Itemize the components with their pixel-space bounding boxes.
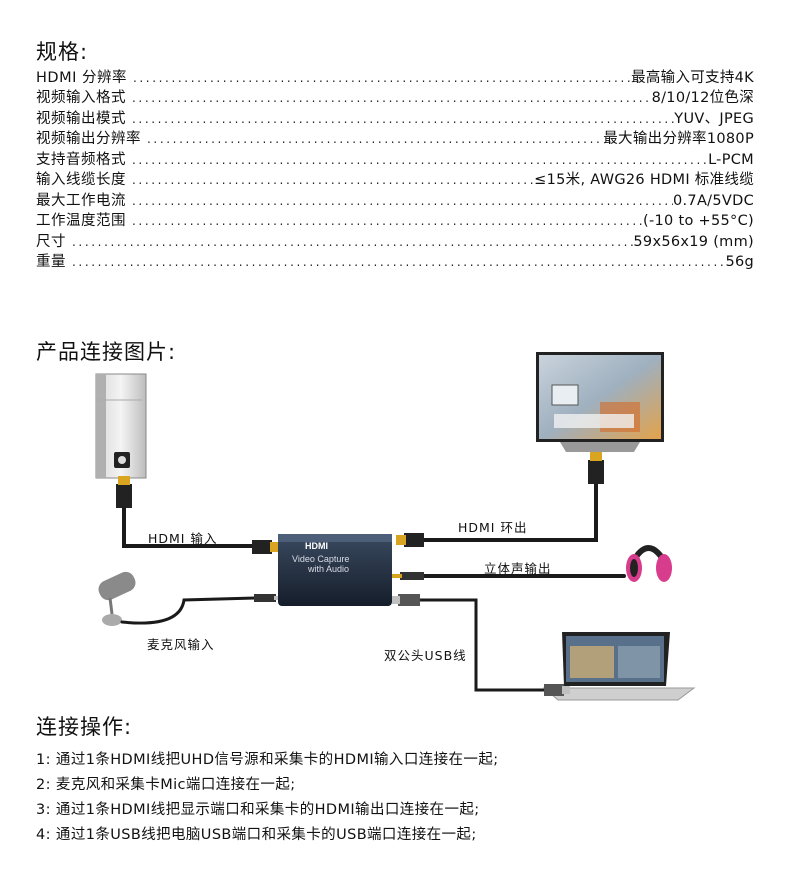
headphones-icon	[626, 545, 672, 582]
spec-value: ≤15米, AWG26 HDMI 标准线缆	[534, 172, 754, 188]
spec-row: 视频输出分辨率.................................…	[36, 128, 754, 149]
spec-value: 56g	[725, 254, 754, 270]
spec-leader-dots: ........................................…	[72, 255, 725, 269]
label-usb-cable: 双公头USB线	[384, 648, 467, 663]
spec-value: 59x56x19 (mm)	[633, 233, 754, 250]
spec-row: 尺寸......................................…	[36, 230, 754, 251]
operation-title: 连接操作:	[36, 715, 133, 739]
spec-leader-dots: ........................................…	[132, 152, 709, 167]
spec-value: 最大输出分辨率1080P	[603, 131, 754, 147]
device-brand: HDMI	[305, 541, 328, 551]
spec-leader-dots: ........................................…	[147, 132, 603, 146]
connection-title: 产品连接图片:	[36, 340, 177, 364]
device-line1: Video Capture	[292, 554, 349, 564]
spec-row: HDMI 分辨率................................…	[36, 66, 754, 87]
spec-value: 0.7A/5VDC	[673, 192, 754, 209]
pc-tower-icon	[95, 373, 147, 479]
usb-plug-icon	[392, 594, 420, 606]
spec-row: 视频输出模式..................................…	[36, 107, 754, 128]
spec-label: 输入线缆长度	[36, 172, 126, 188]
operation-step: 2: 麦克风和采集卡Mic端口连接在一起;	[36, 777, 296, 793]
hdmi-plug-icon	[588, 452, 604, 484]
spec-value: 最高输入可支持4K	[631, 69, 754, 86]
operation-steps: 1: 通过1条HDMI线把UHD信号源和采集卡的HDMI输入口连接在一起; 2: …	[36, 748, 499, 848]
label-stereo-out: 立体声输出	[484, 561, 552, 576]
spec-value: (-10 to +55°C)	[643, 213, 754, 229]
spec-label: 视频输入格式	[36, 90, 126, 106]
spec-leader-dots: ........................................…	[132, 214, 643, 228]
hdmi-plug-icon	[252, 540, 280, 554]
spec-leader-dots: ........................................…	[132, 193, 673, 208]
spec-leader-dots: ........................................…	[72, 234, 634, 249]
audio-jack-icon	[392, 572, 424, 580]
spec-label: 重量	[36, 254, 66, 270]
spec-value: 8/10/12位色深	[651, 90, 754, 106]
specs-title: 规格:	[36, 40, 89, 64]
usb-plug-icon	[544, 684, 570, 696]
spec-row: 输入线缆长度..................................…	[36, 169, 754, 190]
spec-value: YUV、JPEG	[674, 110, 754, 127]
cables	[120, 482, 626, 692]
spec-row: 最大工作电流..................................…	[36, 189, 754, 210]
operation-step: 1: 通过1条HDMI线把UHD信号源和采集卡的HDMI输入口连接在一起;	[36, 752, 499, 768]
tv-monitor-icon	[536, 352, 664, 452]
label-mic-in: 麦克风输入	[147, 637, 215, 652]
laptop-icon	[542, 632, 696, 701]
spec-label: 尺寸	[36, 233, 66, 250]
connection-diagram: HDMI Video Capture with Audio	[95, 352, 696, 701]
spec-label: 工作温度范围	[36, 213, 126, 229]
spec-leader-dots: ........................................…	[132, 111, 674, 126]
spec-label: 视频输出模式	[36, 110, 126, 127]
device-line2: with Audio	[307, 564, 349, 574]
spec-row: 视频输入格式..................................…	[36, 87, 754, 108]
microphone-icon	[98, 571, 136, 626]
spec-label: 支持音频格式	[36, 151, 126, 168]
operation-step: 3: 通过1条HDMI线把显示端口和采集卡的HDMI输出口连接在一起;	[36, 802, 480, 818]
spec-leader-dots: ........................................…	[132, 173, 534, 187]
hdmi-plug-icon	[116, 476, 132, 508]
label-hdmi-loop: HDMI 环出	[458, 520, 528, 535]
spec-label: HDMI 分辨率	[36, 69, 127, 86]
spec-leader-dots: ........................................…	[132, 70, 631, 85]
spec-row: 重量......................................…	[36, 251, 754, 272]
spec-row: 支持音频格式..................................…	[36, 148, 754, 169]
specs-list: HDMI 分辨率................................…	[36, 66, 754, 271]
spec-leader-dots: ........................................…	[132, 91, 652, 105]
spec-value: L-PCM	[708, 151, 754, 168]
label-hdmi-input: HDMI 输入	[148, 531, 218, 546]
hdmi-plug-icon	[396, 533, 424, 547]
spec-label: 最大工作电流	[36, 192, 126, 209]
capture-device: HDMI Video Capture with Audio	[278, 534, 392, 606]
operation-step: 4: 通过1条USB线把电脑USB端口和采集卡的USB端口连接在一起;	[36, 827, 477, 843]
spec-label: 视频输出分辨率	[36, 131, 141, 147]
spec-row: 工作温度范围..................................…	[36, 210, 754, 231]
